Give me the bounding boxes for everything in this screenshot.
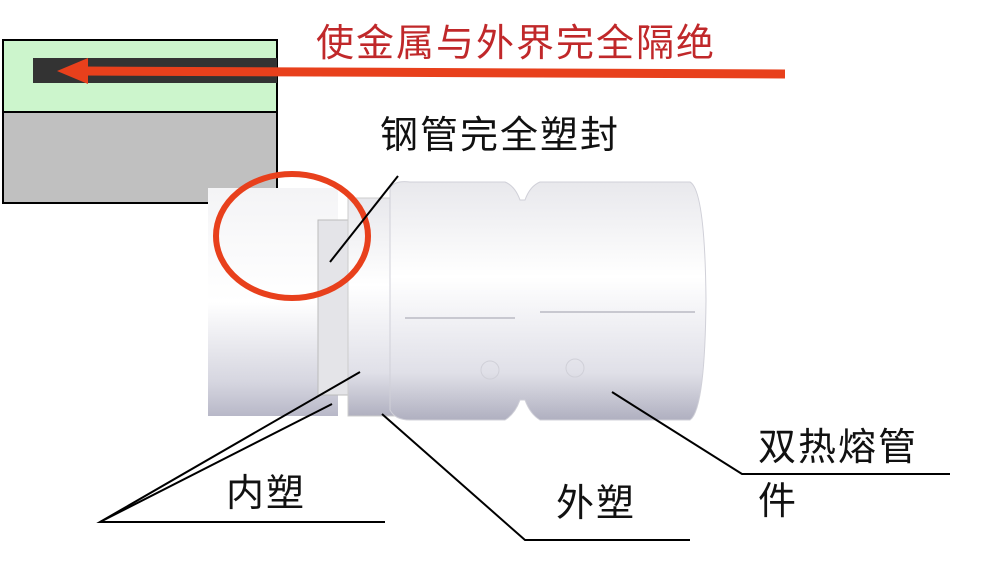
title-caption: 使金属与外界完全隔绝 bbox=[316, 21, 717, 65]
label-double-fitting: 双热熔管 bbox=[758, 425, 919, 469]
highlight-circle bbox=[213, 171, 371, 301]
label-steel-sealed: 钢管完全塑封 bbox=[380, 113, 621, 157]
pipe-photo bbox=[208, 181, 707, 421]
label-outer-plastic: 外塑 bbox=[556, 481, 637, 525]
red-arrow bbox=[57, 58, 786, 84]
base-layer bbox=[2, 111, 278, 204]
label-double-fitting-cont: 件 bbox=[758, 479, 799, 523]
leader-lines bbox=[96, 175, 950, 541]
cross-section-inset bbox=[2, 39, 278, 204]
label-inner-plastic: 内塑 bbox=[226, 471, 307, 515]
double-fusion-fitting bbox=[389, 181, 707, 421]
steel-plastic-pipe bbox=[208, 188, 338, 416]
